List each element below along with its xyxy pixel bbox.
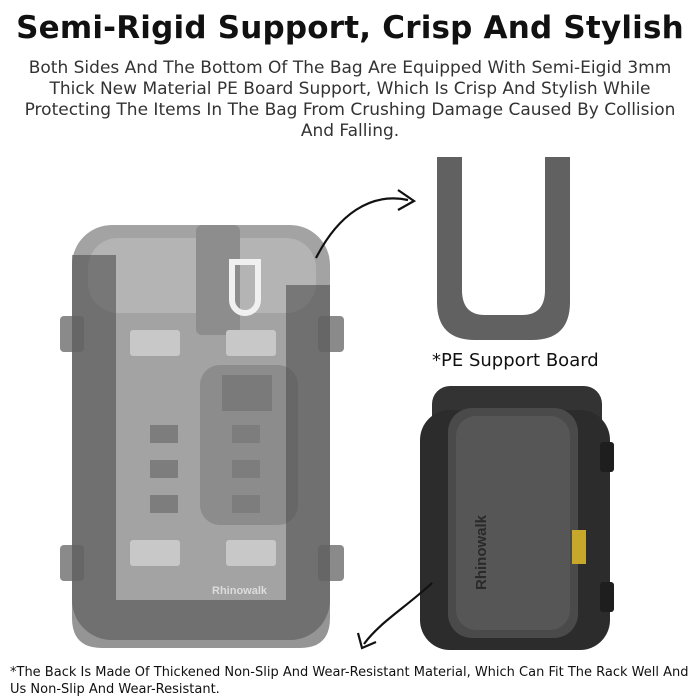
description-text: Both Sides And The Bottom Of The Bag Are… (24, 58, 676, 141)
arrow-to-back-icon (363, 582, 433, 645)
ghost-bag-illustration (60, 225, 344, 648)
arrowhead-back-icon (356, 632, 377, 650)
ghost-bag-logo-text: Rhinowalk (212, 585, 268, 597)
dark-bag-logo-text: Rhinowalk (473, 514, 490, 590)
arrowhead-icon (397, 189, 417, 211)
arrow-to-board-icon (315, 197, 409, 259)
pe-board-label: *PE Support Board (432, 350, 599, 371)
footer-note: *The Back Is Made Of Thickened Non-Slip … (10, 665, 689, 697)
pe-support-board-shape (437, 157, 570, 340)
dark-bag-illustration (420, 386, 614, 650)
headline: Semi-Rigid Support, Crisp And Stylish (16, 10, 684, 46)
